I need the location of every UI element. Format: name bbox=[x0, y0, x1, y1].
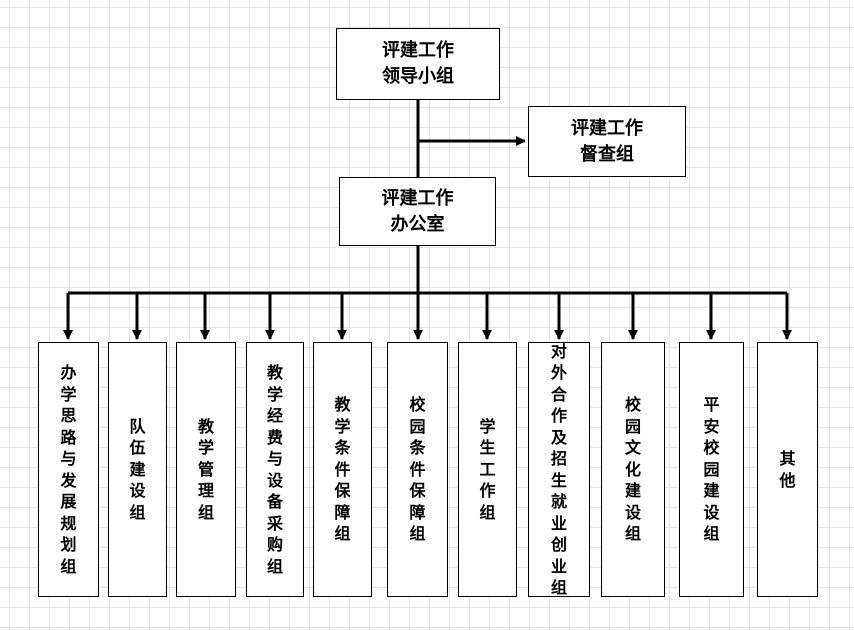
group-label: 队伍建设组 bbox=[129, 416, 146, 522]
group-box-7: 对外合作及招生就业创业组 bbox=[528, 342, 590, 597]
group-box-1: 队伍建设组 bbox=[108, 342, 167, 597]
office-label: 评建工作 办公室 bbox=[381, 187, 454, 235]
office-box: 评建工作 办公室 bbox=[339, 177, 496, 246]
group-label: 教学经费与设备采购组 bbox=[266, 363, 283, 576]
group-box-10: 其他 bbox=[757, 342, 818, 597]
group-box-2: 教学管理组 bbox=[176, 342, 236, 597]
group-box-5: 校园条件保障组 bbox=[387, 342, 448, 597]
group-label: 办学思路与发展规划组 bbox=[60, 363, 77, 576]
group-box-3: 教学经费与设备采购组 bbox=[246, 342, 304, 597]
group-label: 平安校园建设组 bbox=[703, 395, 720, 544]
group-label: 其他 bbox=[779, 449, 796, 490]
group-box-8: 校园文化建设组 bbox=[601, 342, 665, 597]
group-label: 学生工作组 bbox=[479, 416, 496, 522]
group-box-9: 平安校园建设组 bbox=[679, 342, 744, 597]
group-box-4: 教学条件保障组 bbox=[313, 342, 372, 597]
group-label: 校园条件保障组 bbox=[409, 395, 426, 544]
group-label: 校园文化建设组 bbox=[624, 395, 641, 544]
supervisor-group-box: 评建工作 督查组 bbox=[528, 106, 686, 177]
group-label: 教学条件保障组 bbox=[334, 395, 351, 544]
group-box-0: 办学思路与发展规划组 bbox=[38, 342, 99, 597]
supervisor-group-label: 评建工作 督查组 bbox=[571, 117, 643, 165]
leader-group-box: 评建工作 领导小组 bbox=[336, 28, 500, 100]
leader-group-label: 评建工作 领导小组 bbox=[382, 40, 454, 87]
group-label: 教学管理组 bbox=[197, 416, 214, 522]
group-label: 对外合作及招生就业创业组 bbox=[550, 341, 567, 598]
group-box-6: 学生工作组 bbox=[458, 342, 517, 597]
